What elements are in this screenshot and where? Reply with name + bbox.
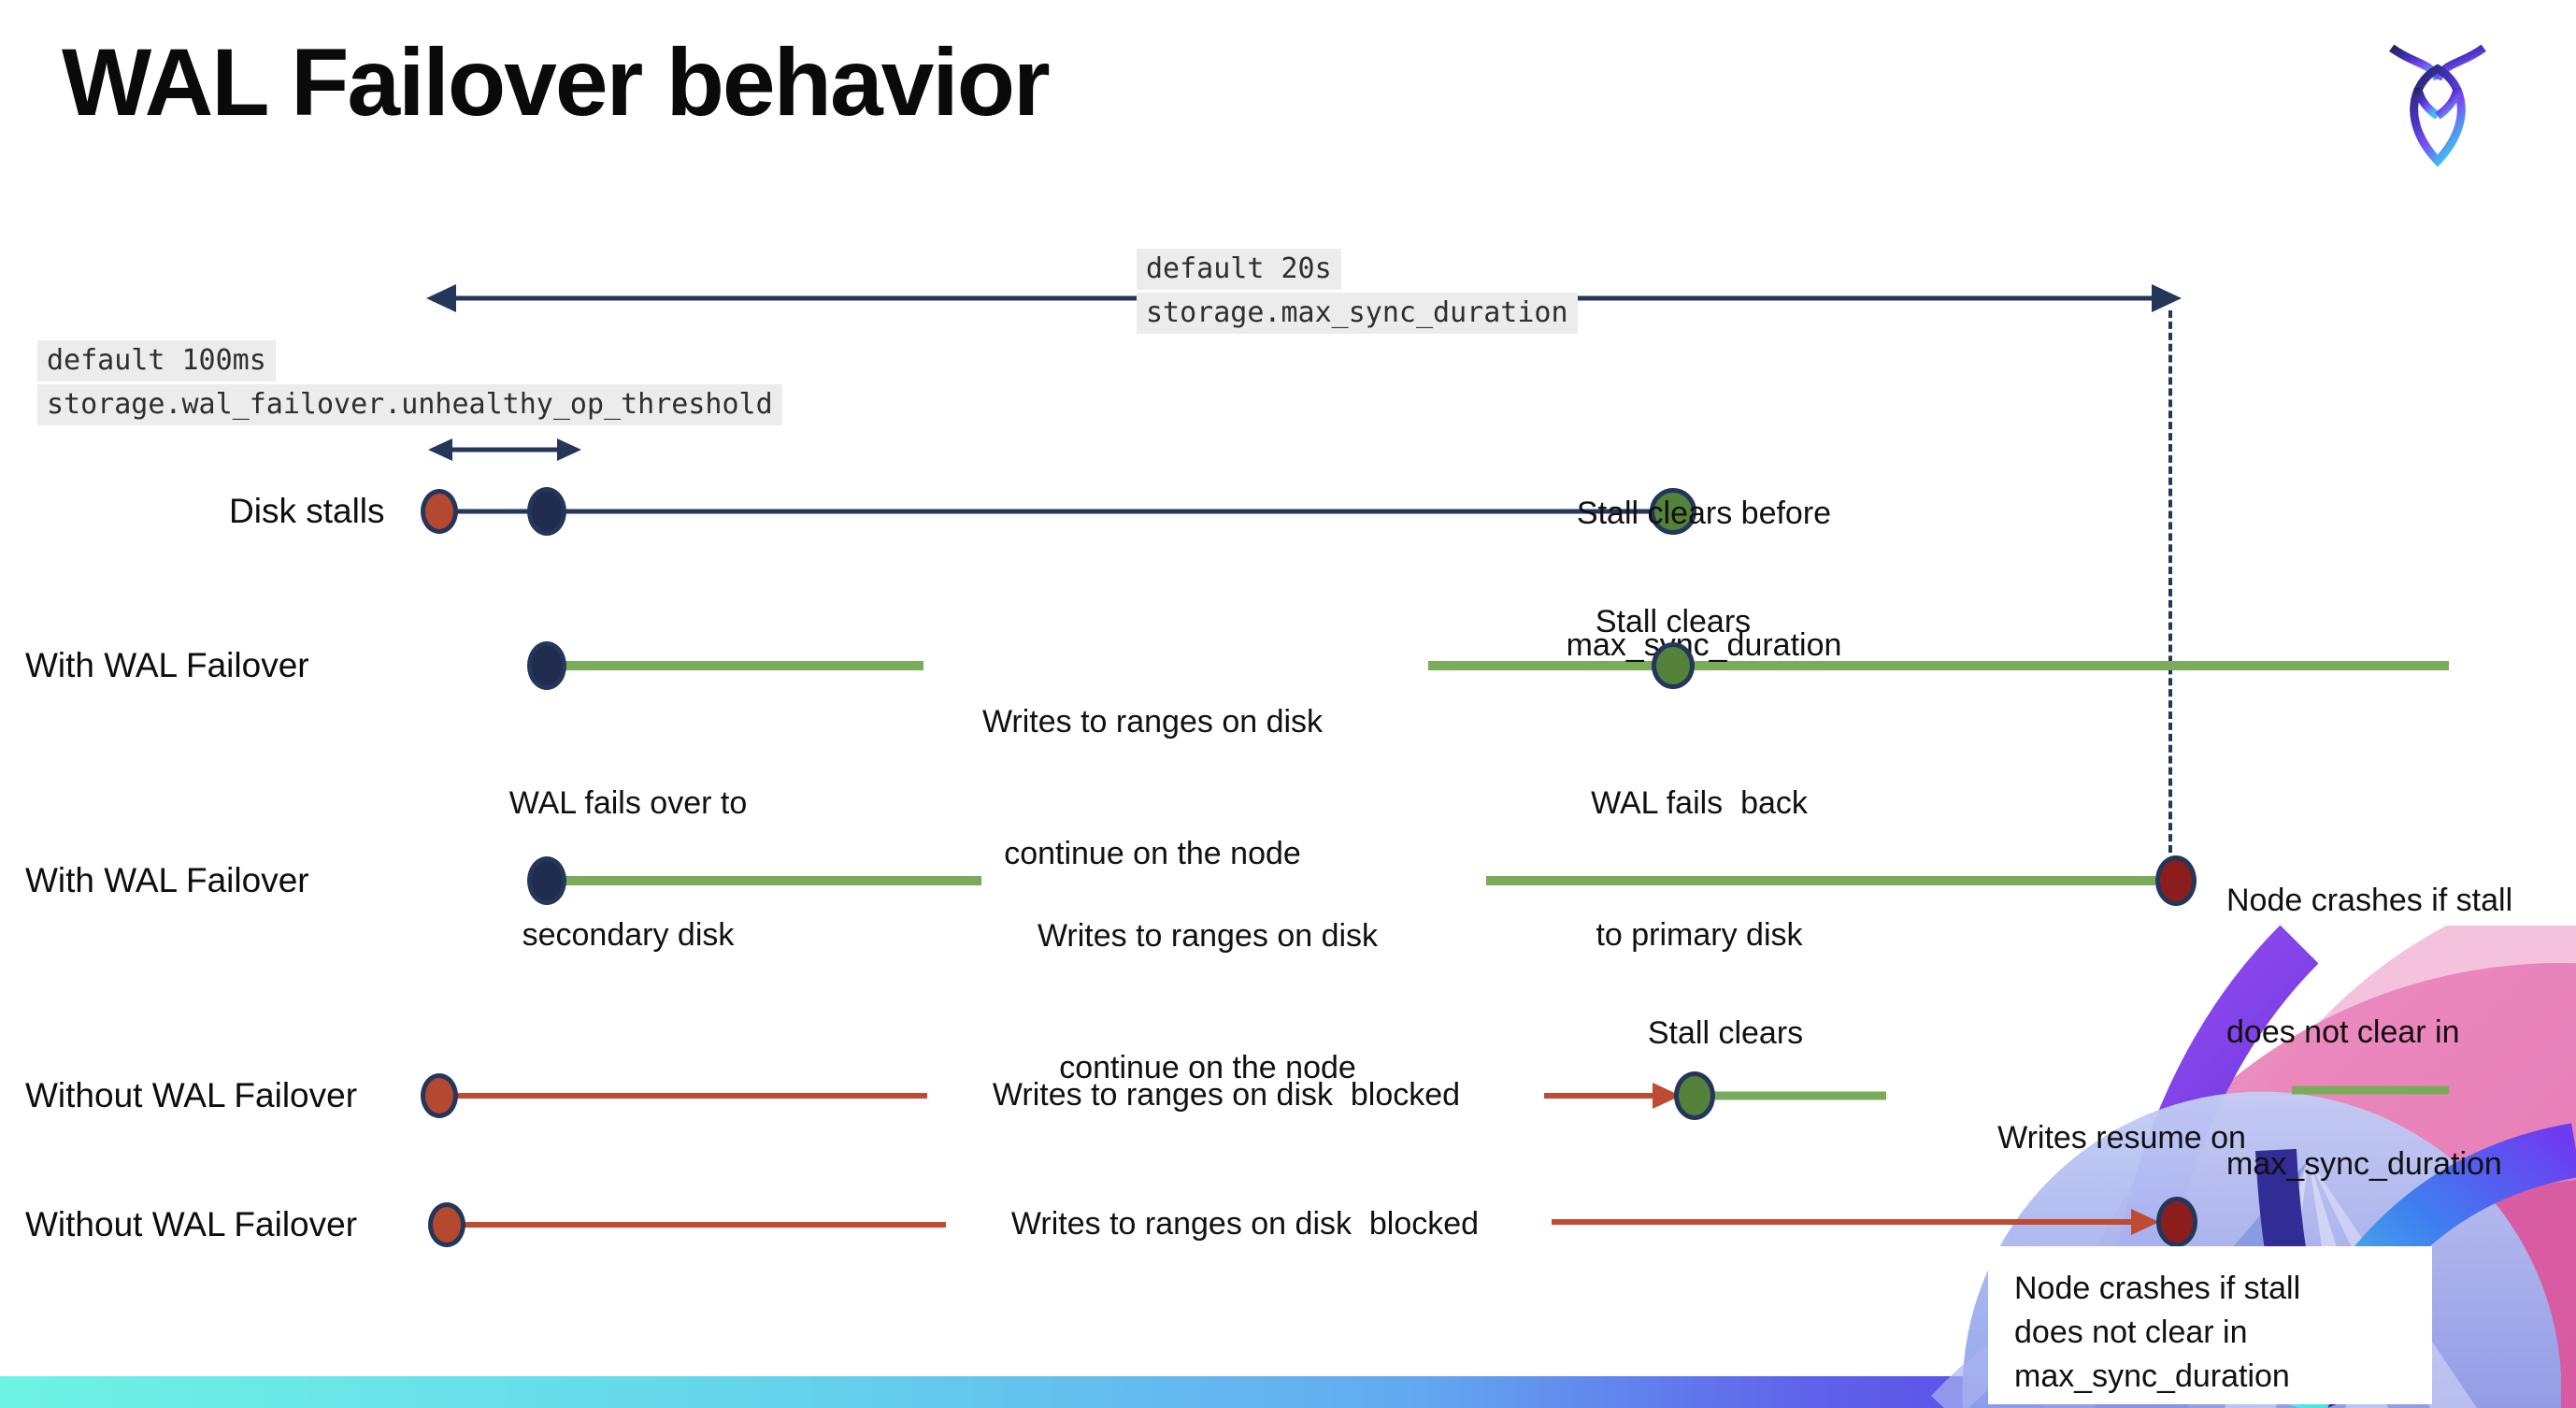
stall-clears-note-2: Stall clears [1647, 1015, 1804, 1051]
writes-continue-note-1: Writes to ranges on disk continue on the… [981, 704, 1324, 871]
node-crash-note-1: Node crashes if stall does not clear in … [2226, 883, 2513, 1182]
max-sync-default-chip: default 20s [1137, 249, 1341, 290]
writes-blocked-note-1: Writes to ranges on disk blocked [992, 1077, 1461, 1113]
writes-blocked-note-2: Writes to ranges on disk blocked [1010, 1206, 1480, 1242]
node-crash-dot-1 [2155, 855, 2197, 906]
failover-threshold-dot [527, 487, 566, 536]
failback-dot [1652, 642, 1695, 689]
writes-continue-line-2 [1428, 661, 2449, 670]
max-sync-duration-dashed-line [2168, 310, 2172, 853]
row-label-disk-stalls: Disk stalls [229, 492, 385, 530]
threshold-arrow [443, 447, 557, 453]
writes-continue-note-2: Writes to ranges on disk continue on the… [1037, 918, 1379, 1085]
stall-start-dot-2 [421, 1073, 458, 1118]
cockroachdb-logo-icon [2389, 44, 2486, 167]
stall-start-dot-3 [428, 1202, 465, 1247]
threshold-arrow-left-icon [428, 438, 452, 461]
writes-resume-line-2 [2292, 1085, 2449, 1095]
writes-blocked-line-1 [439, 1093, 927, 1099]
writes-continue-line-3 [547, 876, 981, 885]
writes-blocked-line-2 [447, 1222, 946, 1228]
row-label-without-wal-failover-1: Without WAL Failover [25, 1076, 358, 1114]
max-sync-duration-label: default 20s storage.max_sync_duration [1137, 249, 1578, 337]
stall-clears-note-1: Stall clears [1595, 604, 1752, 639]
failover-dot [527, 641, 566, 690]
failover-dot-2 [527, 856, 566, 905]
row-label-with-wal-failover-1: With WAL Failover [25, 646, 309, 684]
stall-start-dot [421, 489, 458, 534]
stall-clears-dot [1650, 488, 1696, 535]
max-sync-setting-chip: storage.max_sync_duration [1137, 293, 1578, 334]
blocked-arrowhead-2 [2131, 1209, 2159, 1235]
unhealthy-op-threshold-label: default 100ms storage.wal_failover.unhea… [37, 340, 782, 428]
stall-clears-before-note: Stall clears before max_sync_duration [1566, 496, 1842, 663]
writes-continue-line-4 [1486, 876, 2155, 885]
threshold-arrow-right-icon [557, 438, 581, 461]
threshold-setting-chip: storage.wal_failover.unhealthy_op_thresh… [37, 384, 782, 425]
writes-resume-line-1 [1695, 1091, 1886, 1100]
writes-continue-line-1 [547, 661, 923, 670]
page-title: WAL Failover behavior [62, 29, 1051, 136]
arrow-left-icon [426, 284, 456, 312]
failover-note: WAL fails over to secondary disk [508, 785, 748, 953]
disk-stall-line [439, 509, 1673, 514]
row-label-with-wal-failover-2: With WAL Failover [25, 861, 309, 899]
node-crash-note-2: Node crashes if stall does not clear in … [1988, 1246, 2432, 1404]
threshold-default-chip: default 100ms [37, 340, 276, 381]
blocked-arrow-line-2 [1552, 1219, 2148, 1225]
arrow-right-icon [2152, 284, 2182, 312]
blocked-arrow-line-1 [1544, 1093, 1669, 1099]
stall-clears-dot-2 [1674, 1071, 1715, 1120]
row-label-without-wal-failover-2: Without WAL Failover [25, 1205, 358, 1243]
failback-note: WAL fails back to primary disk [1591, 785, 1808, 953]
node-crash-dot-2 [2156, 1197, 2197, 1247]
